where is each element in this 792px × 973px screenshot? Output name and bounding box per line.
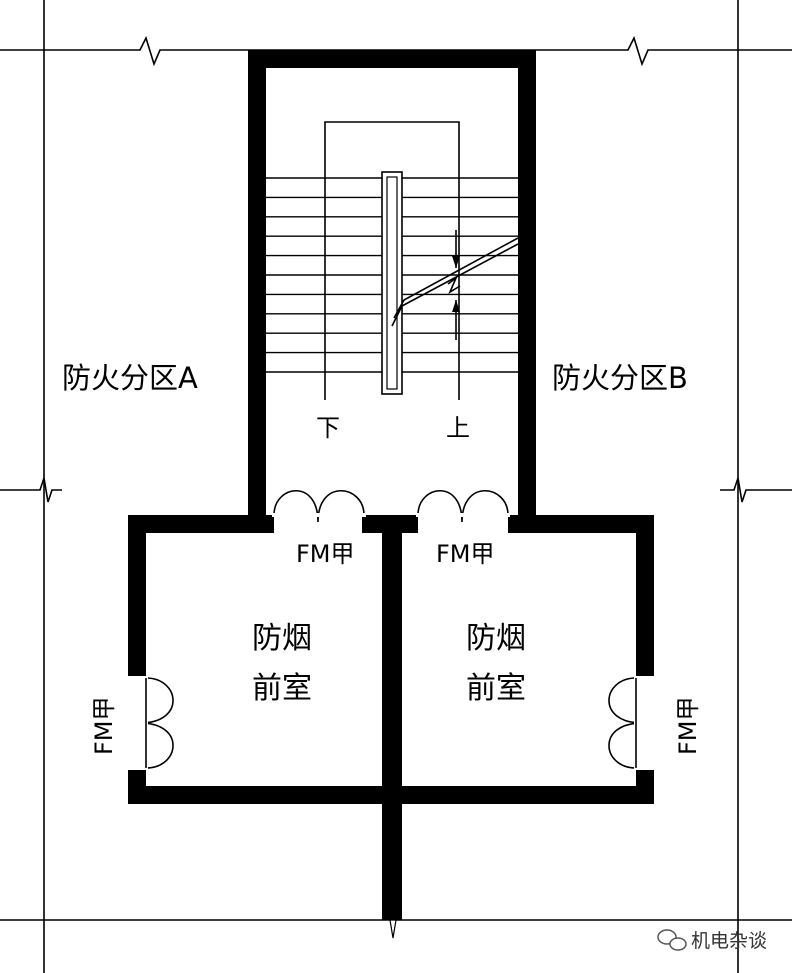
side-door-left[interactable] bbox=[126, 676, 174, 770]
center-handrail-inner bbox=[386, 176, 398, 390]
arrow-head-up bbox=[452, 300, 460, 312]
front-room-walls bbox=[128, 515, 654, 920]
right-room-label-line2: 前室 bbox=[466, 671, 526, 706]
stair-flight bbox=[266, 121, 519, 400]
stair-door-right-label: FM甲 bbox=[436, 540, 495, 568]
section-arrow-marker bbox=[389, 919, 397, 939]
side-door-right[interactable] bbox=[608, 676, 656, 770]
cut-line-lower bbox=[391, 243, 519, 327]
side-door-left-label: FM甲 bbox=[90, 696, 118, 755]
stair-down-label: 下 bbox=[316, 414, 340, 442]
right-room-label-line1: 防烟 bbox=[466, 621, 526, 656]
watermark-text: 机电杂谈 bbox=[691, 930, 767, 952]
cut-line-upper bbox=[393, 237, 519, 319]
left-break-mark bbox=[0, 477, 62, 503]
center-handrail bbox=[381, 171, 403, 395]
zone-b-label: 防火分区B bbox=[552, 361, 688, 395]
stair-door-left-label: FM甲 bbox=[296, 540, 355, 568]
wechat-icon bbox=[657, 929, 687, 951]
cut-break-symbol bbox=[447, 275, 461, 294]
arrow-head-down bbox=[452, 256, 460, 268]
stair-door-right[interactable] bbox=[416, 490, 510, 523]
stair-up-label: 上 bbox=[446, 414, 470, 442]
left-room-label-line1: 防烟 bbox=[252, 621, 312, 656]
watermark: 机电杂谈 bbox=[657, 929, 767, 952]
right-break-mark bbox=[720, 477, 792, 503]
stair-door-left[interactable] bbox=[272, 490, 366, 523]
side-door-right-label: FM甲 bbox=[674, 696, 702, 755]
zone-a-label: 防火分区A bbox=[62, 361, 198, 395]
left-room-label-line2: 前室 bbox=[252, 671, 312, 706]
stair-outline bbox=[324, 121, 460, 400]
stair-shaft-walls bbox=[248, 50, 536, 530]
